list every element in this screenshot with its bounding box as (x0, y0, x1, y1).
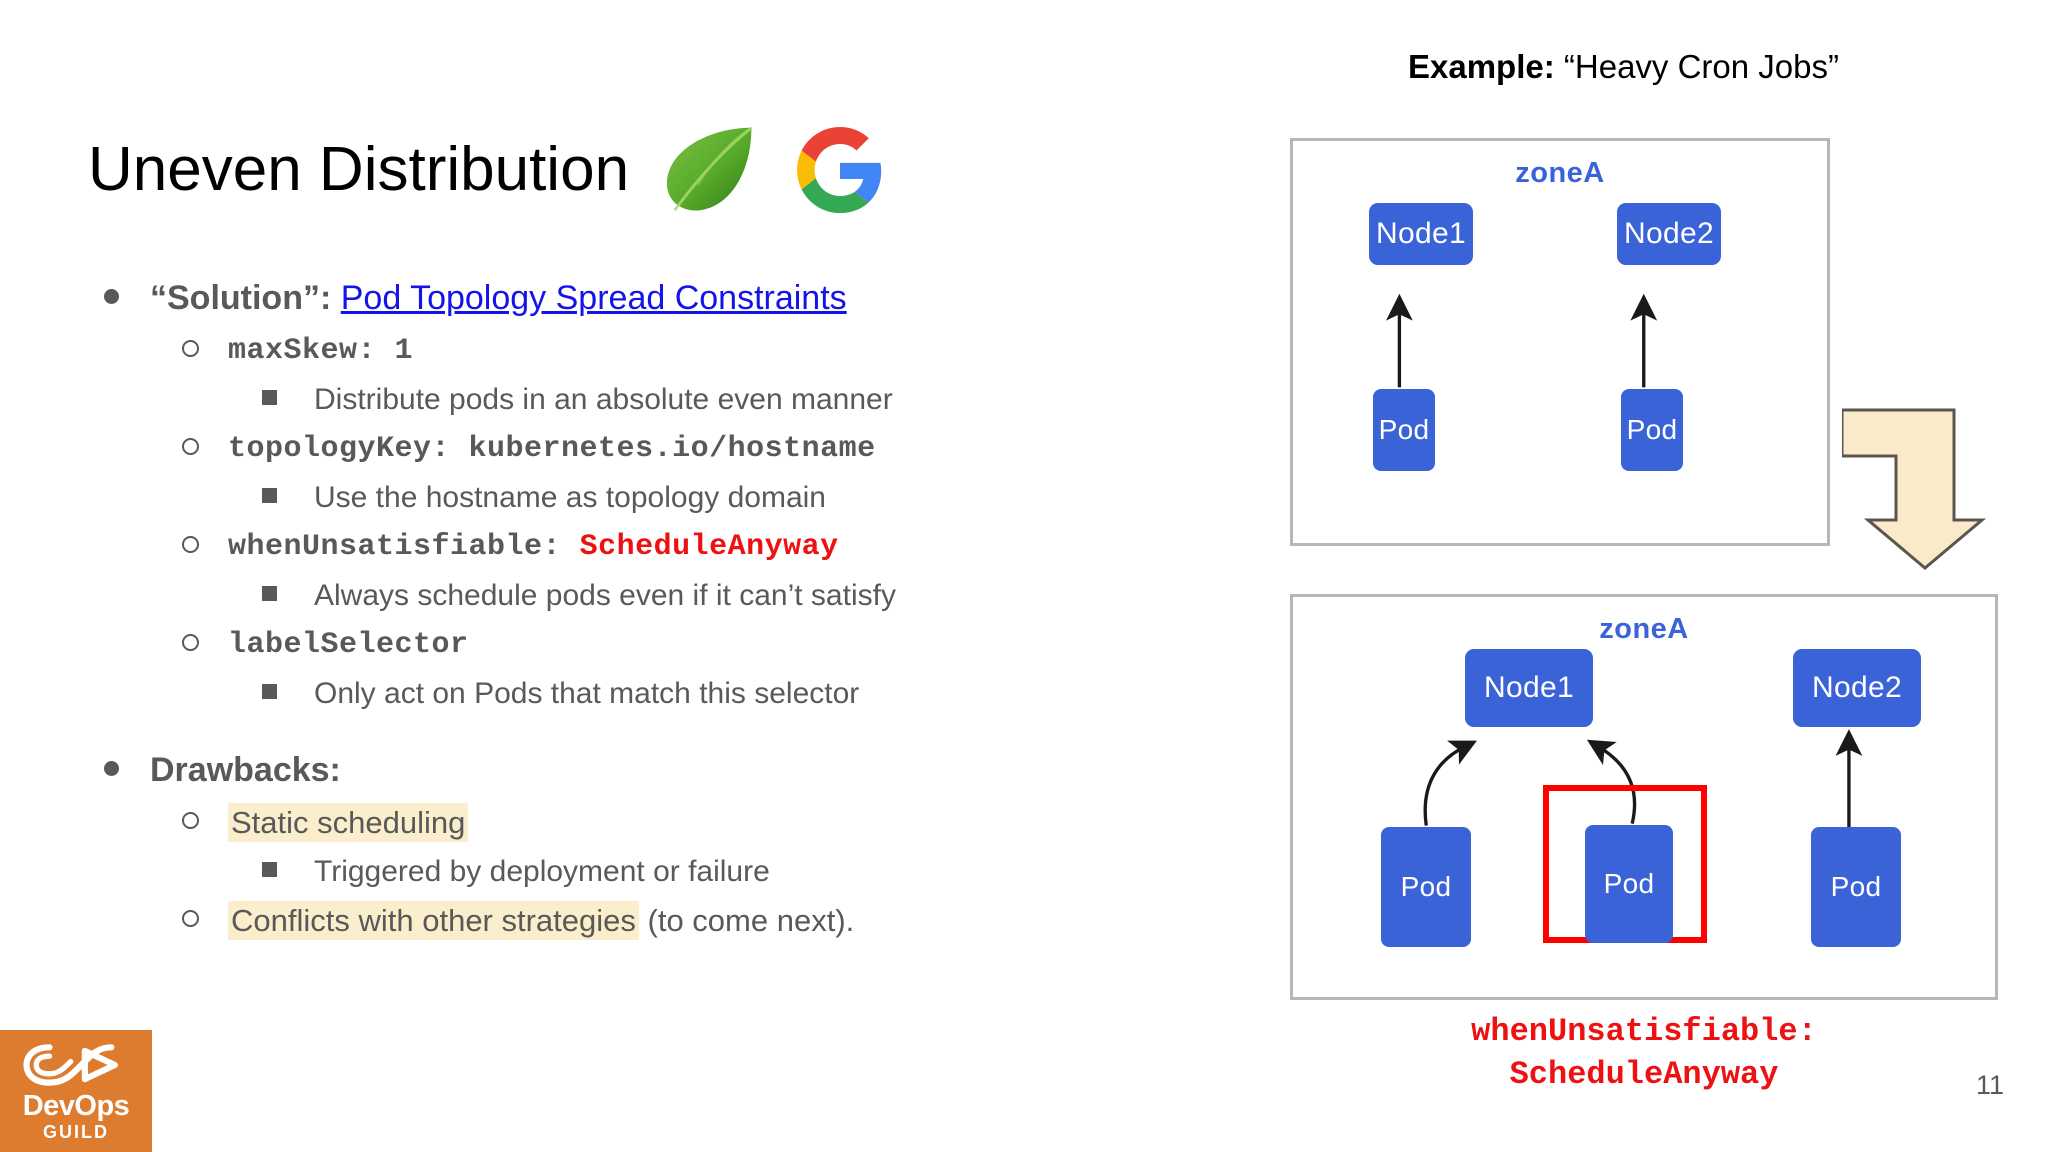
bullet-labelselector-desc: Only act on Pods that match this selecto… (104, 670, 1184, 718)
bullet-topologykey-desc: Use the hostname as topology domain (104, 474, 1184, 522)
diagram-top-pod1: Pod (1373, 389, 1435, 471)
bullet-maxskew-desc: Distribute pods in an absolute even mann… (104, 376, 1184, 424)
diagram-bottom-zone-label: zoneA (1599, 613, 1689, 645)
bullet-marker-square (262, 474, 314, 522)
bullet-marker-circle (182, 798, 228, 848)
bullet-maxskew: maxSkew: 1 (104, 326, 1184, 376)
diagram-bottom-pod3: Pod (1811, 827, 1901, 947)
labelselector-desc: Only act on Pods that match this selecto… (314, 677, 860, 710)
title-row: Uneven Distribution (88, 122, 883, 218)
logo-guild-text: GUILD (43, 1122, 109, 1142)
bullet-marker-circle (182, 424, 228, 474)
bullet-marker-square (262, 848, 314, 896)
maxskew-desc: Distribute pods in an absolute even mann… (314, 383, 893, 416)
drawbacks-label: Drawbacks: (150, 751, 341, 789)
bullet-conflicts: Conflicts with other strategies (to come… (104, 896, 1184, 946)
bullet-topologykey: topologyKey: kubernetes.io/hostname (104, 424, 1184, 474)
labelselector-key: labelSelector (228, 628, 469, 662)
caption-line-1: whenUnsatisfiable: (1471, 1013, 1817, 1050)
logo-devops-text: DevOps (22, 1090, 130, 1122)
maxskew-key: maxSkew: 1 (228, 334, 414, 368)
google-g-icon (797, 127, 883, 213)
bullet-whenunsatisfiable-desc: Always schedule pods even if it can’t sa… (104, 572, 1184, 620)
diagram-top-zone-box: zoneA Node1 Node2 Pod Pod (1290, 138, 1830, 546)
bullet-marker-dot (104, 272, 150, 324)
spring-leaf-icon (655, 122, 771, 218)
page-title: Uneven Distribution (88, 135, 630, 204)
bullet-labelselector: labelSelector (104, 620, 1184, 670)
topologykey-desc: Use the hostname as topology domain (314, 481, 826, 514)
bullet-marker-circle (182, 522, 228, 572)
diagram-top-arrows (1385, 293, 1658, 388)
spacer (104, 718, 1184, 744)
bullet-drawbacks: Drawbacks: (104, 744, 1184, 796)
page-number: 11 (1976, 1070, 2005, 1100)
diagram-bottom-node2: Node2 (1793, 649, 1921, 727)
bullet-marker-square (262, 572, 314, 620)
diagram-bottom-pod2: Pod (1585, 825, 1673, 943)
pod-topology-spread-constraints-link[interactable]: Pod Topology Spread Constraints (340, 279, 847, 317)
diagram-bottom-node1: Node1 (1465, 649, 1593, 727)
bullet-marker-dot (104, 744, 150, 796)
bullet-whenunsatisfiable: whenUnsatisfiable: ScheduleAnyway (104, 522, 1184, 572)
example-prefix: Example: (1408, 48, 1555, 85)
diagram-top-zone-label: zoneA (1515, 157, 1605, 189)
bullet-marker-square (262, 670, 314, 718)
solution-label: “Solution”: (150, 279, 332, 317)
whenunsatisfiable-key: whenUnsatisfiable: (228, 530, 562, 564)
whenunsatisfiable-desc: Always schedule pods even if it can’t sa… (314, 579, 896, 612)
diagram-caption: whenUnsatisfiable: ScheduleAnyway (1290, 1010, 1998, 1096)
topologykey-key: topologyKey: kubernetes.io/hostname (228, 432, 876, 466)
bullet-list: “Solution”: Pod Topology Spread Constrai… (104, 272, 1184, 946)
whenunsatisfiable-row: whenUnsatisfiable: ScheduleAnyway (228, 522, 839, 572)
caption-line-2: ScheduleAnyway (1509, 1056, 1779, 1094)
bullet-marker-circle (182, 620, 228, 670)
whenunsatisfiable-value: ScheduleAnyway (579, 530, 839, 564)
example-quote: “Heavy Cron Jobs” (1554, 48, 1839, 85)
bullet-marker-circle (182, 896, 228, 946)
bullet-static-scheduling: Static scheduling (104, 798, 1184, 848)
flow-down-arrow (1840, 404, 2008, 572)
static-scheduling-desc: Triggered by deployment or failure (314, 855, 770, 888)
diagram-bottom-zone-box: zoneA Node1 Node2 Pod Pod Pod (1290, 594, 1998, 1000)
example-heading: Example: “Heavy Cron Jobs” (1408, 48, 1839, 86)
diagram-top-pod2: Pod (1621, 389, 1683, 471)
diagram-top-node2: Node2 (1617, 203, 1721, 265)
conflicts-row: Conflicts with other strategies (to come… (228, 896, 854, 946)
static-scheduling-highlight: Static scheduling (228, 803, 469, 842)
static-scheduling-row: Static scheduling (228, 798, 469, 848)
infinity-logo-icon (23, 1044, 118, 1086)
bullet-marker-circle (182, 326, 228, 376)
conflicts-tail: (to come next). (638, 903, 855, 938)
bullet-solution: “Solution”: Pod Topology Spread Constrai… (104, 272, 1184, 324)
diagram-bottom-pod1: Pod (1381, 827, 1471, 947)
diagram-top-node1: Node1 (1369, 203, 1473, 265)
bullet-marker-square (262, 376, 314, 424)
devops-guild-logo: DevOps GUILD (0, 1030, 152, 1152)
bullet-solution-text: “Solution”: Pod Topology Spread Constrai… (150, 272, 847, 324)
bullet-static-scheduling-desc: Triggered by deployment or failure (104, 848, 1184, 896)
conflicts-highlight: Conflicts with other strategies (228, 901, 639, 940)
